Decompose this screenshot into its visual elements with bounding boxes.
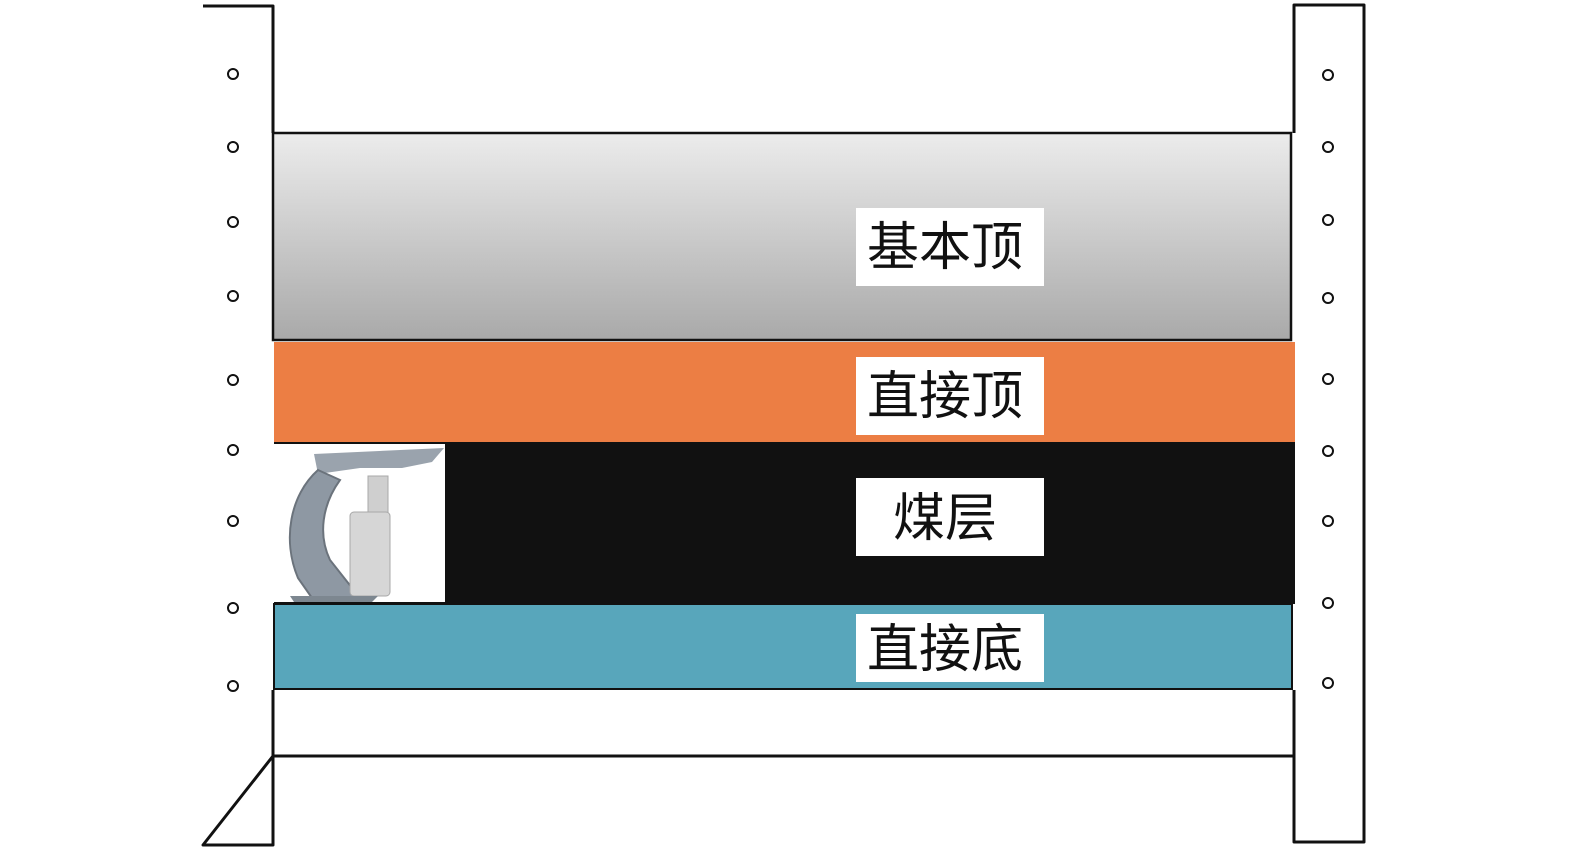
right-bolt-holes bbox=[1322, 69, 1334, 689]
layer-immediate-roof bbox=[274, 342, 1295, 442]
bolt-hole bbox=[1322, 141, 1334, 153]
bolt-hole bbox=[1322, 677, 1334, 689]
label-main-roof: 基本顶 bbox=[856, 208, 1044, 286]
label-immediate-floor: 直接底 bbox=[856, 614, 1044, 682]
bolt-hole bbox=[227, 515, 239, 527]
bolt-hole bbox=[227, 444, 239, 456]
svg-text:基本顶: 基本顶 bbox=[867, 218, 1023, 278]
bolt-hole bbox=[227, 290, 239, 302]
bolt-hole bbox=[227, 141, 239, 153]
bolt-hole bbox=[1322, 69, 1334, 81]
svg-text:煤层: 煤层 bbox=[893, 489, 997, 549]
bolt-hole bbox=[227, 216, 239, 228]
bolt-hole bbox=[1322, 214, 1334, 226]
bolt-hole bbox=[227, 68, 239, 80]
hydraulic-support-icon bbox=[274, 444, 445, 602]
bolt-hole bbox=[1322, 597, 1334, 609]
bolt-hole bbox=[227, 374, 239, 386]
layer-main-roof bbox=[271, 131, 1293, 342]
layer-immediate-floor bbox=[273, 603, 1293, 690]
bolt-hole bbox=[1322, 445, 1334, 457]
svg-text:直接顶: 直接顶 bbox=[867, 367, 1023, 427]
left-bolt-holes bbox=[227, 68, 239, 692]
label-immediate-roof: 直接顶 bbox=[856, 357, 1044, 435]
bolt-hole bbox=[227, 680, 239, 692]
test-frame bbox=[201, 3, 1366, 847]
bolt-hole bbox=[1322, 515, 1334, 527]
svg-text:直接底: 直接底 bbox=[867, 620, 1023, 680]
bolt-hole bbox=[1322, 292, 1334, 304]
label-coal-seam: 煤层 bbox=[856, 478, 1044, 556]
bolt-hole bbox=[227, 602, 239, 614]
bolt-hole bbox=[1322, 373, 1334, 385]
